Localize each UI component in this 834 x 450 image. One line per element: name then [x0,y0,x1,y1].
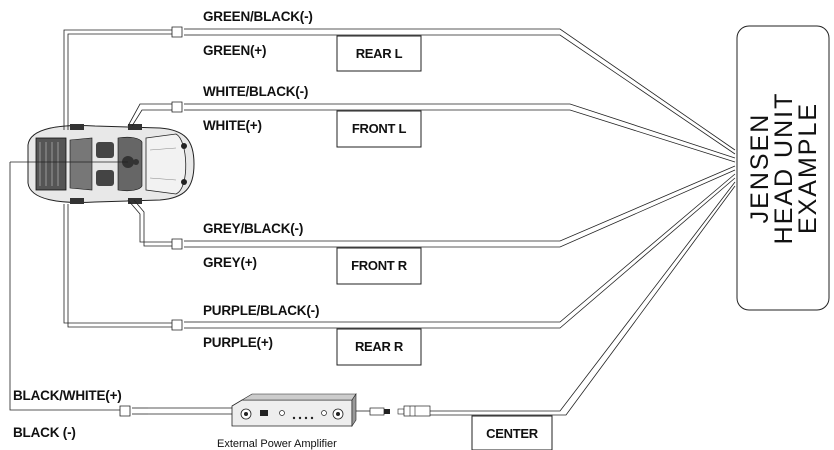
front-l-label: FRONT L [352,121,407,136]
front-r-box [336,247,422,285]
head-unit-box [736,25,830,311]
center-box [471,415,553,450]
center-label: CENTER [486,426,539,441]
rca-jack-icon [397,405,431,417]
connector-rear-l-icon [171,26,200,38]
rear-l-label: REAR L [356,46,403,61]
head-unit-line-2: HEAD UNIT [770,92,798,245]
head-unit-line-1: JENSEN [746,113,774,224]
rear-r-pos-label: PURPLE(+) [203,335,273,350]
front-r-neg-label: GREY/BLACK(-) [203,221,303,236]
front-r-label: FRONT R [351,258,408,273]
car-top-view-icon [27,124,195,204]
rear-l-neg-label: GREEN/BLACK(-) [203,9,313,24]
front-l-box [336,110,422,148]
front-l-neg-label: WHITE/BLACK(-) [203,84,308,99]
rear-r-neg-label: PURPLE/BLACK(-) [203,303,319,318]
amplifier-caption: External Power Amplifier [217,438,337,450]
connector-front-r-icon [171,238,200,250]
rca-plug-icon [369,407,390,416]
head-unit-label: JENSEN HEAD UNIT EXAMPLE [746,92,822,245]
head-unit-line-3: EXAMPLE [794,102,822,234]
connector-rear-r-icon [171,319,200,331]
amplifier-icon [231,393,357,427]
rear-l-pos-label: GREEN(+) [203,43,266,58]
center-pos-label: BLACK/WHITE(+) [13,388,122,403]
front-r-pos-label: GREY(+) [203,255,257,270]
rear-r-box [336,328,422,366]
center-neg-label: BLACK (-) [13,425,76,440]
front-l-pos-label: WHITE(+) [203,118,262,133]
rear-r-label: REAR R [355,339,404,354]
connector-front-l-icon [171,101,200,113]
connector-center-icon [119,405,148,417]
rear-l-box [336,35,422,72]
